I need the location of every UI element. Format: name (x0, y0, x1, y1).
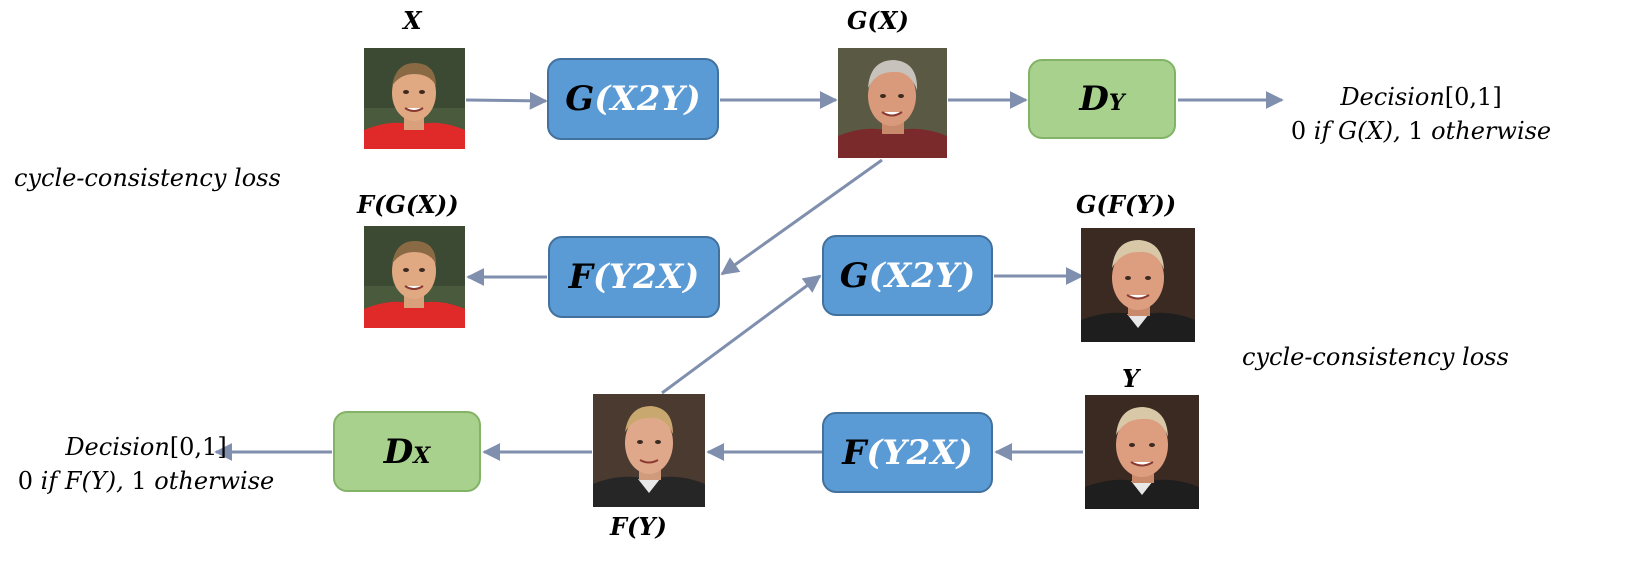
box-prefix: G (565, 79, 595, 119)
decision-top-label: Decision[0,1] 0 if G(X), 1 otherwise (1276, 80, 1566, 148)
label-x: X (403, 6, 422, 35)
box-inner: (X2Y) (868, 255, 976, 296)
image-fgx-face (364, 226, 465, 328)
label-f-of-y: F(Y) (610, 512, 667, 541)
box-inner: (Y2X) (592, 257, 700, 297)
decision-bottom-label: Decision[0,1] 0 if F(Y), 1 otherwise (0, 430, 292, 498)
decision-bottom-line2: 0 if F(Y), 1 otherwise (17, 467, 275, 495)
cycle-loss-left-label: cycle-consistency loss (14, 164, 281, 192)
label-g-of-x: G(X) (847, 6, 909, 35)
box-inner: (Y2X) (866, 432, 973, 473)
generator-f-bottom-box: F(Y2X) (822, 412, 993, 493)
box-prefix: F (842, 432, 867, 473)
box-inner: (X2Y) (594, 79, 701, 119)
label-g-of-f-of-y: G(F(Y)) (1076, 190, 1177, 219)
box-sub: X (413, 442, 431, 469)
image-fy-face (593, 394, 705, 507)
decision-bottom-line1: Decision[0,1] (65, 433, 227, 461)
image-gfy-face (1081, 228, 1195, 342)
generator-f-mid-box: F(Y2X) (548, 236, 720, 318)
decision-top-line2: 0 if G(X), 1 otherwise (1290, 117, 1552, 145)
arrow-gx-to-f (720, 158, 883, 276)
label-f-of-g-of-x: F(G(X)) (357, 190, 459, 219)
decision-top-line1: Decision[0,1] (1340, 83, 1502, 111)
box-main: D (1079, 79, 1109, 119)
label-y: Y (1122, 364, 1140, 393)
image-gx-face (838, 48, 947, 158)
box-sub: Y (1108, 90, 1125, 116)
box-main: D (383, 431, 414, 472)
cycle-loss-right-label: cycle-consistency loss (1242, 343, 1509, 371)
image-y-face (1085, 395, 1199, 509)
generator-g-top-box: G(X2Y) (547, 58, 719, 140)
generator-g-mid-box: G(X2Y) (822, 235, 993, 316)
arrow-x-to-g (465, 91, 548, 110)
box-prefix: G (839, 255, 869, 296)
image-x-face (364, 48, 465, 149)
arrow-fy-to-g (661, 274, 822, 395)
box-prefix: F (568, 257, 593, 297)
